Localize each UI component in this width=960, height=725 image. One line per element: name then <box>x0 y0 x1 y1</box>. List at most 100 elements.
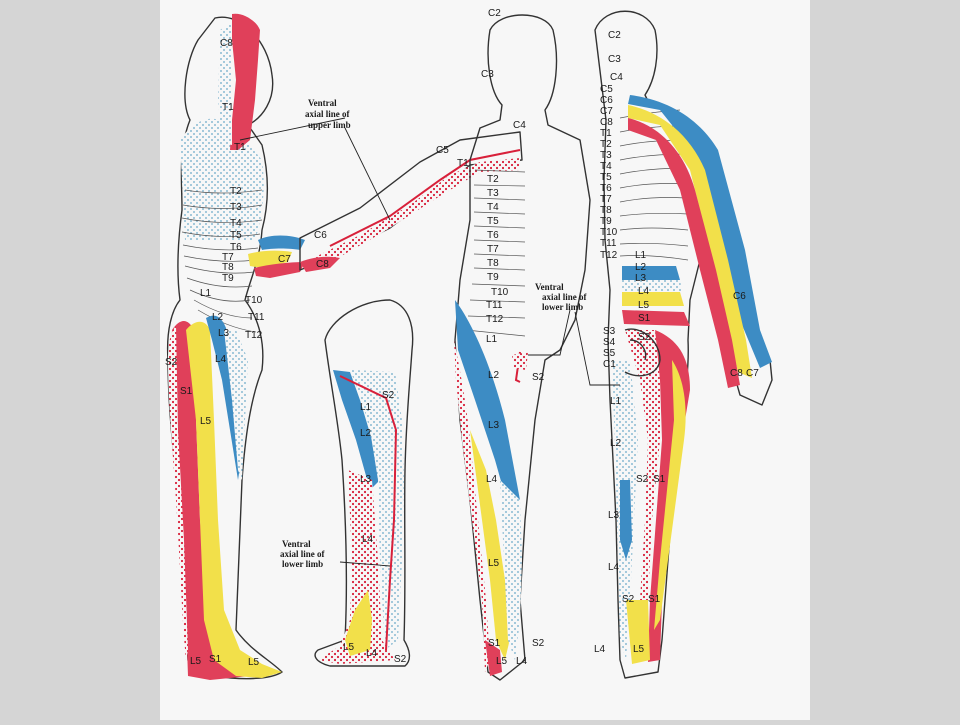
label-c7: C7 <box>278 254 291 265</box>
back-label-c2: C2 <box>608 30 621 41</box>
front-label-t11: T11 <box>486 300 503 311</box>
front-figure <box>454 14 591 681</box>
front-label-l4: L4 <box>486 474 498 485</box>
back-label-c8b: C8 <box>730 368 743 379</box>
front-label-t12: T12 <box>486 314 504 325</box>
front-label-c2: C2 <box>488 8 501 19</box>
back-label-foot-s1: S1 <box>648 594 661 605</box>
back-label-s3: S3 <box>603 326 616 337</box>
front-trunk-lines <box>465 169 526 337</box>
leg-label-l2: L2 <box>360 428 372 439</box>
back-label-s2: S2 <box>638 332 651 343</box>
front-label-l1: L1 <box>486 334 498 345</box>
back-label-leg-s2: S2 <box>636 474 649 485</box>
back-label-c5: C5 <box>600 84 613 95</box>
back-label-t7: T7 <box>600 194 612 205</box>
front-label-s2b: S2 <box>532 638 545 649</box>
back-label-c7b: C7 <box>746 368 759 379</box>
back-label-c6b: C6 <box>733 291 746 302</box>
leg-label-l4: L4 <box>362 534 374 545</box>
label-t8: T8 <box>222 262 234 273</box>
label-l4: L4 <box>215 354 227 365</box>
label-t10: T10 <box>245 295 263 306</box>
back-label-leg-s1: S1 <box>653 474 666 485</box>
back-label-l2: L2 <box>635 262 647 273</box>
back-label-t2: T2 <box>600 139 612 150</box>
back-label-foot-l5: L5 <box>633 644 645 655</box>
back-label-t11: T11 <box>600 238 617 249</box>
back-label-s1: S1 <box>638 313 651 324</box>
back-label-t9: T9 <box>600 216 612 227</box>
medial-leg-figure <box>314 299 414 667</box>
label-t11: T11 <box>248 312 265 323</box>
back-label-c1: C1 <box>603 359 616 370</box>
back-label-l4: L4 <box>638 286 650 297</box>
front-labels: C2 C3 C4 C5 T1 T2 T3 T4 T5 T6 T7 T8 T9 T… <box>436 8 545 667</box>
leg-label-l5: L5 <box>343 642 355 653</box>
back-label-t10: T10 <box>600 227 618 238</box>
back-label-t12: T12 <box>600 250 618 261</box>
back-label-l1: L1 <box>635 250 647 261</box>
back-label-leg-l2: L2 <box>610 438 622 449</box>
back-label-c8: C8 <box>600 117 613 128</box>
caption-lower-limb-front-line3: lower limb <box>542 302 583 312</box>
label-l2: L2 <box>212 312 224 323</box>
back-label-leg-l3: L3 <box>608 510 620 521</box>
lateral-labels: C8 T1 T1 T2 T3 T4 T5 T6 T7 T8 T9 T10 T11… <box>165 38 329 668</box>
back-label-t6: T6 <box>600 183 612 194</box>
back-label-t4: T4 <box>600 161 612 172</box>
leg-label-s2: S2 <box>382 390 395 401</box>
label-c8b: C8 <box>316 259 329 270</box>
front-label-t2: T2 <box>487 174 499 185</box>
front-label-l2: L2 <box>488 370 500 381</box>
label-l5: L5 <box>200 416 212 427</box>
front-label-t4: T4 <box>487 202 499 213</box>
front-label-c4: C4 <box>513 120 526 131</box>
label-l1: L1 <box>200 288 212 299</box>
front-label-l3: L3 <box>488 420 500 431</box>
front-label-t9: T9 <box>487 272 499 283</box>
back-label-s5: S5 <box>603 348 616 359</box>
caption-lower-limb-leg-line2: axial line of <box>280 549 326 559</box>
front-label-s1: S1 <box>488 638 501 649</box>
front-label-c5: C5 <box>436 145 449 156</box>
leg-label-l1: L1 <box>360 402 372 413</box>
label-s1: S1 <box>180 386 193 397</box>
front-label-t3: T3 <box>487 188 499 199</box>
back-label-leg-l1: L1 <box>610 396 622 407</box>
back-label-c3: C3 <box>608 54 621 65</box>
back-label-foot-s2: S2 <box>622 594 635 605</box>
label-s1b: S1 <box>209 654 222 665</box>
back-figure <box>594 10 773 679</box>
caption-upper-limb-line2: axial line of <box>305 109 351 119</box>
caption-lower-limb-leg-line3: lower limb <box>282 559 323 569</box>
label-t5: T5 <box>230 230 242 241</box>
leg-label-s2b: S2 <box>394 654 407 665</box>
back-label-s4: S4 <box>603 337 616 348</box>
lateral-trunk-lines <box>181 189 263 333</box>
leg-label-l4b: L4 <box>366 648 378 659</box>
back-label-t3: T3 <box>600 150 612 161</box>
back-label-l5: L5 <box>638 300 650 311</box>
leg-labels: S2 L1 L2 L3 L4 L5 L4 S2 <box>343 390 407 665</box>
back-label-t8: T8 <box>600 205 612 216</box>
front-label-t6: T6 <box>487 230 499 241</box>
label-t9: T9 <box>222 273 234 284</box>
caption-pointers <box>239 117 620 567</box>
back-label-c4: C4 <box>610 72 623 83</box>
caption-lower-limb-front-line2: axial line of <box>542 292 588 302</box>
caption-lower-limb-leg-line1: Ventral <box>282 539 311 549</box>
front-label-t8: T8 <box>487 258 499 269</box>
label-c6: C6 <box>314 230 327 241</box>
back-label-leg-l4: L4 <box>608 562 620 573</box>
caption-upper-limb-line3: upper limb <box>308 120 351 130</box>
front-label-t5: T5 <box>487 216 499 227</box>
label-l3: L3 <box>218 328 230 339</box>
label-t1: T1 <box>222 102 234 113</box>
label-t1b: T1 <box>234 142 246 153</box>
caption-upper-limb-line1: Ventral <box>308 98 337 108</box>
label-l5b: L5 <box>248 657 260 668</box>
label-s2: S2 <box>165 357 178 368</box>
